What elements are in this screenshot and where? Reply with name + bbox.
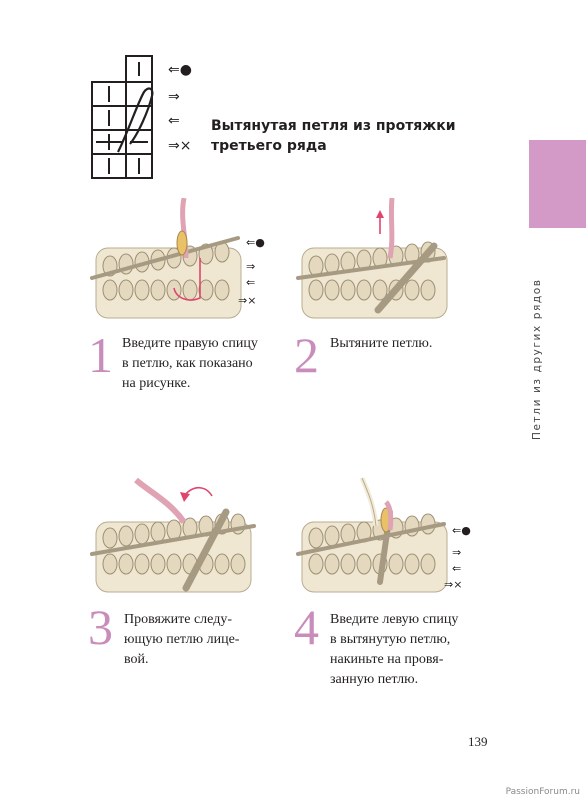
- step-number: 1: [88, 327, 113, 383]
- step-2-text: Вытяните петлю.: [330, 334, 490, 354]
- knitting-chart: ⇐● ⇒ ⇐ ⇒×: [91, 55, 192, 179]
- step-text-line: занную петлю.: [330, 672, 419, 687]
- row-marker: ⇐: [452, 562, 461, 575]
- step-3-illustration: [90, 477, 256, 593]
- step-text-line: в петлю, как показано: [122, 356, 253, 371]
- step-text-line: Вытяните петлю.: [330, 336, 433, 351]
- step-text-line: Введите правую спицу: [122, 336, 258, 351]
- step-number: 2: [294, 327, 319, 383]
- step-4-text: Введите левую спицу в вытянутую петлю, н…: [330, 610, 490, 690]
- row-marker: ⇒: [246, 260, 255, 273]
- chart-row-marker: ⇒: [168, 89, 180, 105]
- step-text-line: вой.: [124, 652, 149, 667]
- section-tab: [529, 140, 586, 228]
- chart-row-marker: ⇒×: [168, 138, 191, 154]
- step-text-line: Провяжите следу-: [124, 612, 232, 627]
- watermark: PassionForum.ru: [505, 787, 580, 797]
- step-number: 3: [88, 599, 113, 655]
- row-marker: ⇒×: [444, 578, 462, 591]
- row-marker: ⇒: [452, 546, 461, 559]
- step-text-line: Введите левую спицу: [330, 612, 459, 627]
- step-text-line: накиньте на провя-: [330, 652, 444, 667]
- step-3-text: Провяжите следу- ющую петлю лице- вой.: [124, 610, 284, 670]
- row-marker: ⇒×: [238, 294, 256, 307]
- step-4-illustration: ⇐● ⇒ ⇐ ⇒×: [296, 477, 471, 593]
- step-text-line: на рисунке.: [122, 376, 191, 391]
- chart-title: Вытянутая петля из протяжки третьего ряд…: [211, 116, 471, 156]
- step-text-line: в вытянутую петлю,: [330, 632, 451, 647]
- row-marker: ⇐●: [452, 524, 471, 537]
- step-number: 4: [294, 599, 319, 655]
- chart-title-line: третьего ряда: [211, 138, 327, 154]
- step-1-text: Введите правую спицу в петлю, как показа…: [122, 334, 282, 394]
- section-label: Петли из других рядов: [531, 278, 543, 440]
- row-marker: ⇐●: [246, 236, 265, 249]
- step-2-illustration: [296, 198, 448, 319]
- step-1-illustration: ⇐● ⇒ ⇐ ⇒×: [90, 198, 265, 319]
- chart-row-marker: ⇐●: [168, 62, 192, 78]
- chart-row-marker: ⇐: [168, 113, 180, 129]
- row-marker: ⇐: [246, 276, 255, 289]
- page-number: 139: [468, 734, 488, 749]
- chart-title-line: Вытянутая петля из протяжки: [211, 118, 456, 134]
- step-text-line: ющую петлю лице-: [124, 632, 240, 647]
